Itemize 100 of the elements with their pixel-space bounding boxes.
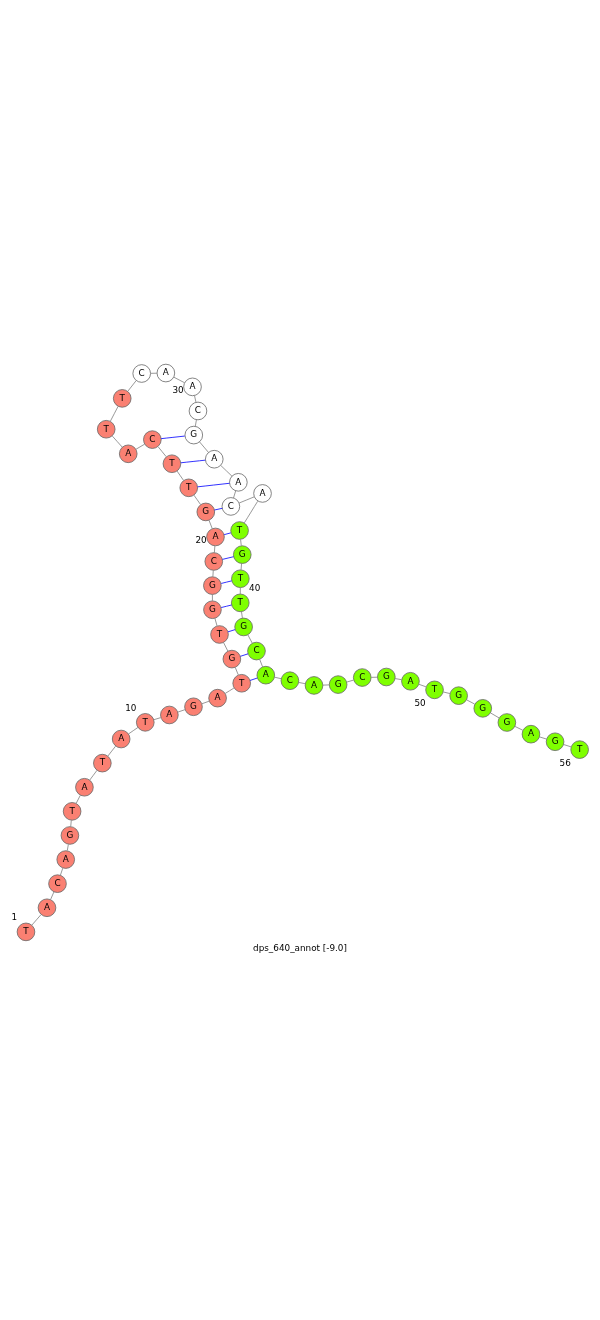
connector <box>222 555 234 560</box>
node-circle: G <box>449 685 468 705</box>
node-circle: A <box>521 724 541 743</box>
connector <box>157 445 167 457</box>
node-label: 40 <box>249 582 261 593</box>
connector <box>466 698 476 705</box>
node-circle: T <box>16 922 36 941</box>
connector <box>212 593 213 601</box>
node-circle: T <box>179 478 198 497</box>
connector <box>298 681 306 684</box>
node-label: 30 <box>172 384 184 395</box>
node-circle: C <box>280 670 300 690</box>
connector <box>322 684 330 685</box>
node-circle: T <box>93 753 112 772</box>
connector <box>220 580 233 584</box>
connector <box>234 666 239 675</box>
connector <box>128 726 139 734</box>
node-circle: A <box>256 665 276 684</box>
connector <box>176 470 184 481</box>
connector <box>346 679 354 682</box>
node-label: 10 <box>125 702 137 713</box>
connector <box>220 604 232 608</box>
node-label: 1 <box>11 911 18 922</box>
connector <box>249 677 258 681</box>
node-circle: C <box>353 667 372 687</box>
node-label: 56 <box>559 757 571 768</box>
node-label: 50 <box>414 697 426 708</box>
connector <box>259 658 263 667</box>
node-circle: A <box>75 777 94 796</box>
connector <box>220 464 233 477</box>
connector <box>241 610 243 618</box>
node-circle: G <box>184 697 203 716</box>
node-circle: G <box>497 712 517 732</box>
node-circle: T <box>210 624 229 644</box>
connector <box>514 725 524 731</box>
node-circle: A <box>156 363 176 382</box>
connector <box>135 443 146 450</box>
connector <box>418 683 427 687</box>
node-circle: G <box>377 667 396 686</box>
node-circle: G <box>222 649 242 668</box>
node-circle: T <box>113 388 132 408</box>
connector <box>233 490 237 498</box>
node-circle: A <box>253 483 272 503</box>
connector <box>247 633 253 643</box>
node-circle: T <box>232 673 251 692</box>
node-circle: G <box>184 425 203 444</box>
node-circle: G <box>545 732 565 751</box>
connector <box>490 711 500 718</box>
node-circle: G <box>234 617 253 636</box>
node-circle: C <box>48 873 67 893</box>
node-circle: A <box>205 449 224 468</box>
connector <box>239 586 241 594</box>
connector <box>194 419 197 427</box>
node-circle: C <box>204 551 223 571</box>
connector <box>370 676 378 678</box>
connector <box>199 441 209 453</box>
connector <box>212 569 214 577</box>
connector <box>394 677 403 680</box>
connector <box>240 538 242 546</box>
node-circle: G <box>203 575 222 595</box>
node-circle: G <box>196 502 215 521</box>
node-circle: T <box>96 419 116 438</box>
node-circle: T <box>62 801 82 821</box>
connector <box>224 687 235 694</box>
node-circle: T <box>570 739 589 759</box>
caption: dps_640_annot [-9.0] <box>253 942 347 953</box>
connector <box>177 708 186 712</box>
node-circle: G <box>328 674 348 694</box>
node-circle: T <box>230 520 249 540</box>
connector <box>127 379 137 392</box>
node-circle: A <box>119 444 138 463</box>
node-circle: G <box>203 600 222 619</box>
node-circle: G <box>233 544 252 564</box>
connector <box>243 500 259 523</box>
connector <box>66 843 69 851</box>
node-circle: A <box>304 675 324 695</box>
connector <box>31 913 42 925</box>
connector <box>180 459 206 463</box>
node-circle: C <box>132 363 151 383</box>
node-circle: T <box>425 680 444 699</box>
connector <box>173 376 185 383</box>
connector <box>50 890 55 900</box>
connector <box>110 405 119 422</box>
connector <box>89 769 98 781</box>
connector <box>150 372 158 374</box>
connector <box>60 867 64 876</box>
connector <box>223 531 232 535</box>
connector <box>240 652 249 657</box>
node-circle: G <box>60 825 80 845</box>
node-label: 20 <box>195 534 207 545</box>
connector <box>160 435 186 439</box>
node-circle: A <box>183 377 202 396</box>
node-circle: A <box>37 898 57 917</box>
connector <box>227 628 236 632</box>
connector <box>194 394 197 403</box>
node-circle: G <box>473 698 492 718</box>
node-circle: T <box>231 569 250 588</box>
connector <box>214 507 223 510</box>
connector <box>214 617 218 626</box>
connector <box>539 735 547 739</box>
